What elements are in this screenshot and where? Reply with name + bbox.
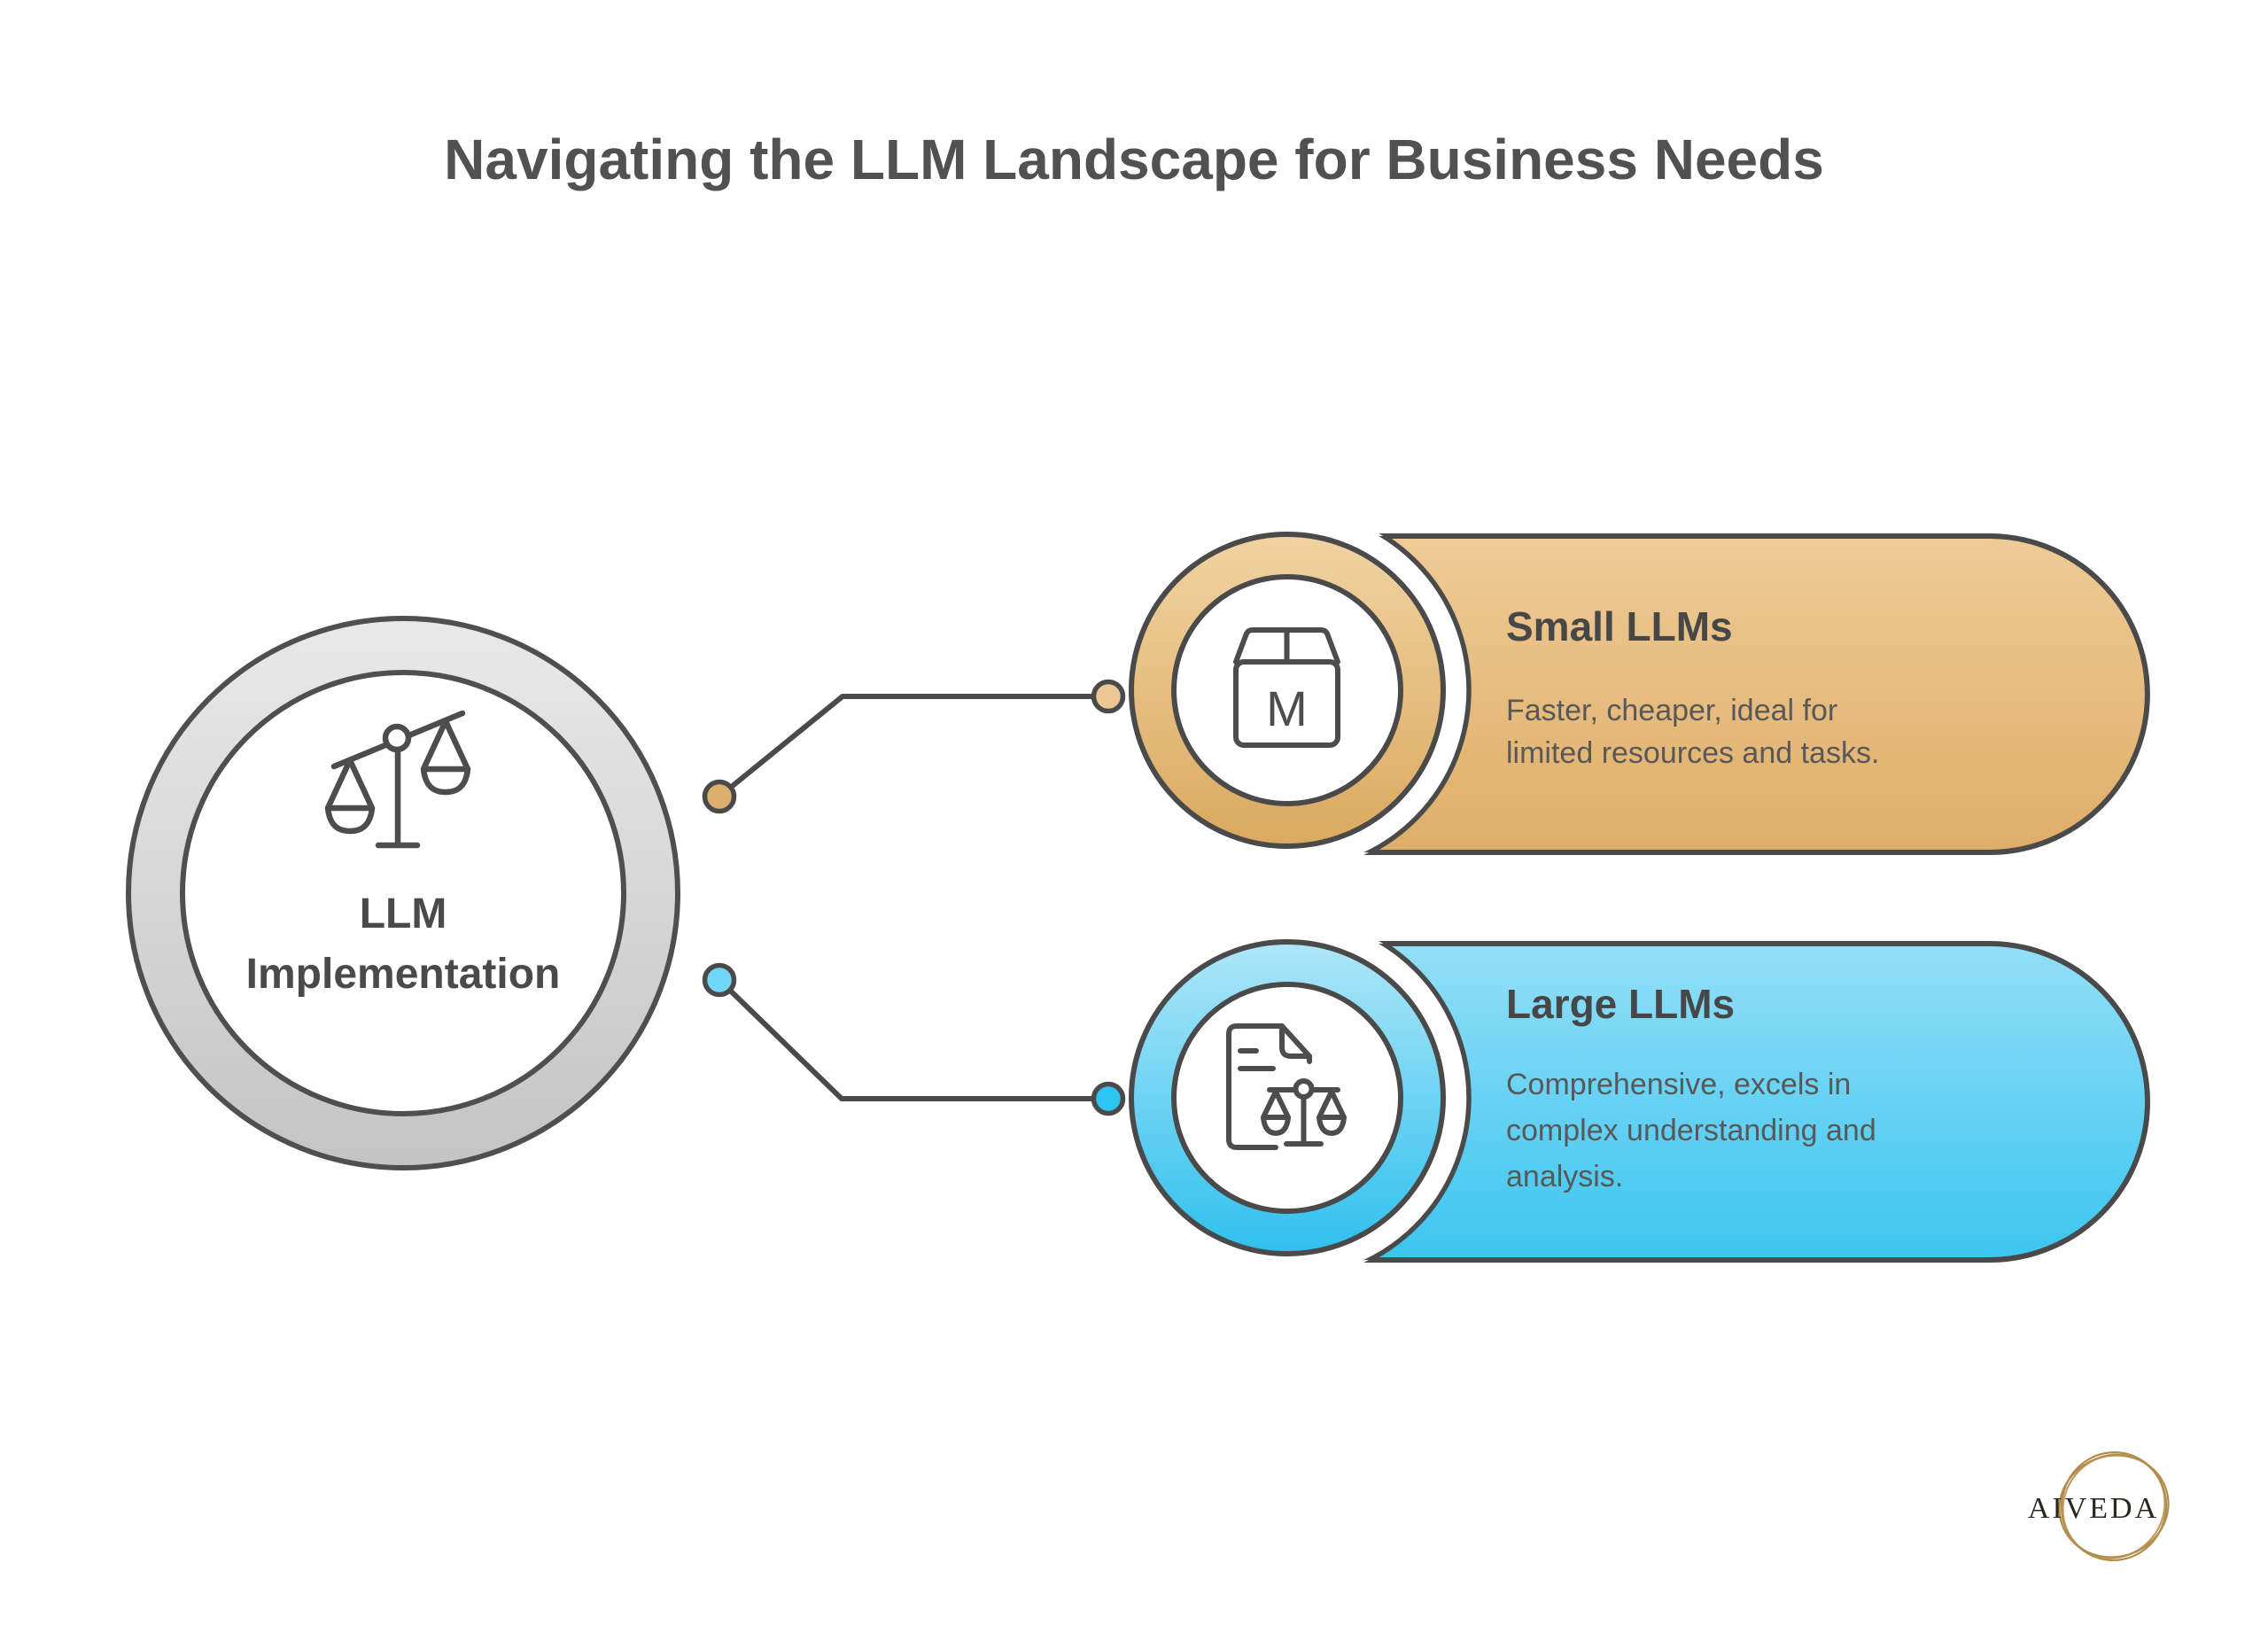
small-llms-body: Faster, cheaper, ideal for limited resou… <box>1506 689 1879 774</box>
aiveda-logo-text: AIVEDA <box>2027 1492 2160 1525</box>
large-connector-dot-near <box>702 962 737 998</box>
balance-scale-icon <box>324 710 471 849</box>
small-llms-body-line: Faster, cheaper, ideal for <box>1506 694 1838 727</box>
model-package-icon: M <box>1233 627 1340 748</box>
small-connector-dot-near <box>702 779 737 814</box>
large-llms-body-line: Comprehensive, excels in <box>1506 1068 1852 1101</box>
page-title: Navigating the LLM Landscape for Busines… <box>444 128 1824 191</box>
small-llms-body-line: limited resources and tasks. <box>1506 736 1880 770</box>
center-inner-circle <box>180 670 626 1116</box>
large-llms-body-line: analysis. <box>1506 1160 1624 1193</box>
large-llms-heading: Large LLMs <box>1506 981 1736 1027</box>
large-llms-capsule <box>1106 916 2150 1279</box>
center-node <box>126 616 680 1170</box>
large-llms-body-line: complex understanding and <box>1506 1114 1876 1147</box>
document-scale-icon <box>1226 1023 1347 1150</box>
package-letter: M <box>1266 680 1308 736</box>
connector-large-llms <box>717 977 1108 1101</box>
connector-small-llms <box>718 694 1108 799</box>
small-connector-dot-far <box>1091 679 1126 714</box>
small-capsule-body <box>1285 533 2150 855</box>
center-label-line1: LLM <box>359 890 447 937</box>
large-connector-dot-far <box>1091 1081 1126 1116</box>
aiveda-logo-rings <box>2058 1450 2170 1562</box>
large-capsule-body <box>1285 941 2150 1263</box>
center-label-line2: Implementation <box>245 951 561 998</box>
large-llms-body: Comprehensive, excels in complex underst… <box>1506 1061 1876 1200</box>
center-node-label: LLM Implementation <box>128 884 678 1005</box>
small-llms-heading: Small LLMs <box>1506 603 1733 649</box>
small-llms-capsule: M <box>1106 509 2150 872</box>
small-llms-badge: M <box>1129 532 1446 849</box>
large-llms-badge <box>1129 939 1446 1256</box>
